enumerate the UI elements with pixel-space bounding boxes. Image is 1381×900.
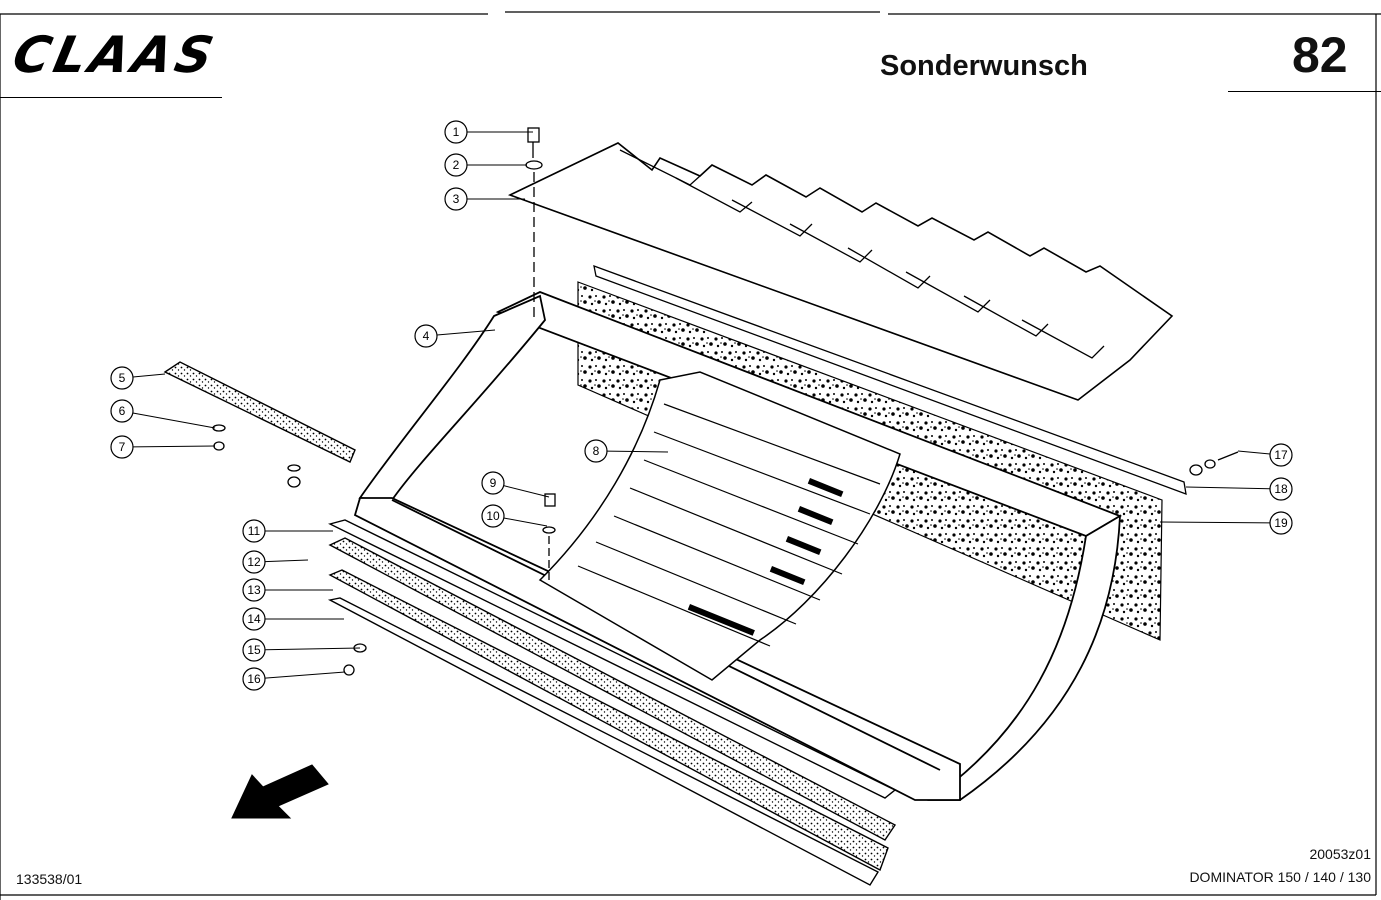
page-number: 82 — [1292, 27, 1348, 83]
callout-number: 6 — [119, 404, 126, 418]
model-designation: DOMINATOR 150 / 140 / 130 — [1189, 869, 1371, 885]
front-seal-assembly — [327, 519, 897, 886]
callout-number: 8 — [593, 444, 600, 458]
rear-retaining-strip — [593, 264, 1187, 495]
callout-number: 7 — [119, 440, 126, 454]
callout-circle — [1269, 443, 1293, 467]
callout-12: 12 — [242, 550, 309, 574]
callout-number: 19 — [1274, 516, 1288, 530]
callout-10: 10 — [481, 504, 548, 528]
callout-number: 1 — [453, 125, 460, 139]
callout-number: 16 — [247, 672, 261, 686]
callout-leader-line — [264, 559, 309, 563]
callout-number: 5 — [119, 371, 126, 385]
callout-leader-line — [606, 450, 669, 453]
callout-leader-line — [503, 485, 550, 498]
callout-17: 17 — [1237, 443, 1293, 467]
callout-7: 7 — [110, 435, 216, 459]
callout-2: 2 — [444, 153, 527, 177]
callout-number: 18 — [1274, 482, 1288, 496]
callout-number: 13 — [247, 583, 261, 597]
callout-circle — [444, 153, 468, 177]
callout-3: 3 — [444, 187, 525, 211]
callout-circle — [481, 471, 505, 495]
document-number: 133538/01 — [16, 871, 83, 887]
callout-number: 10 — [486, 509, 500, 523]
callout-13: 13 — [242, 578, 333, 602]
callout-circle — [242, 519, 266, 543]
callout-8: 8 — [584, 439, 669, 463]
callout-leader-line — [503, 517, 548, 527]
callout-14: 14 — [242, 607, 344, 631]
callout-circle — [1269, 477, 1293, 501]
callout-leader-line — [264, 671, 346, 679]
callout-circle — [444, 187, 468, 211]
callout-16: 16 — [242, 667, 346, 691]
callout-6: 6 — [110, 399, 216, 429]
callout-number: 4 — [423, 329, 430, 343]
callout-circle — [242, 550, 266, 574]
callout-circle — [242, 667, 266, 691]
callout-leader-line — [264, 647, 361, 651]
callout-circle — [444, 120, 468, 144]
callout-circle — [1269, 511, 1293, 535]
callout-number: 9 — [490, 476, 497, 490]
drawing-code: 20053z01 — [1309, 846, 1371, 862]
callout-number: 14 — [247, 612, 261, 626]
callout-leader-line — [132, 412, 216, 429]
callout-number: 15 — [247, 643, 261, 657]
page-title: Sonderwunsch — [880, 50, 1088, 82]
callout-1: 1 — [444, 120, 533, 144]
callout-circle — [242, 578, 266, 602]
callout-11: 11 — [242, 519, 333, 543]
logo-underline — [0, 97, 222, 98]
callout-leader-line — [1159, 521, 1271, 524]
callout-leader-line — [132, 445, 216, 448]
callout-number: 11 — [248, 524, 261, 538]
callout-leader-line — [1185, 486, 1271, 490]
callout-circle — [110, 366, 134, 390]
top-cover-plate — [507, 142, 1174, 401]
callout-leader-line — [436, 329, 496, 336]
callout-circle — [242, 607, 266, 631]
callout-15: 15 — [242, 638, 361, 662]
callout-19: 19 — [1159, 511, 1293, 535]
callout-circle — [414, 324, 438, 348]
concave-grate — [538, 371, 901, 681]
callout-leader-line — [1237, 450, 1271, 455]
callout-circle — [584, 439, 608, 463]
callout-number: 3 — [453, 192, 460, 206]
direction-arrow — [231, 764, 329, 819]
callout-number: 12 — [247, 555, 261, 569]
callout-5: 5 — [110, 366, 166, 390]
callout-9: 9 — [481, 471, 550, 498]
side-cutter-bar — [163, 361, 356, 463]
callout-circle — [110, 435, 134, 459]
callout-circle — [110, 399, 134, 423]
callout-number: 17 — [1274, 448, 1288, 462]
callout-leader-line — [132, 373, 166, 378]
callout-circle — [242, 638, 266, 662]
callout-4: 4 — [414, 324, 496, 348]
callout-circle — [481, 504, 505, 528]
border-lines — [0, 11, 1381, 900]
callout-18: 18 — [1185, 477, 1293, 501]
page-number-underline — [1228, 91, 1381, 92]
callout-number: 2 — [453, 158, 460, 172]
